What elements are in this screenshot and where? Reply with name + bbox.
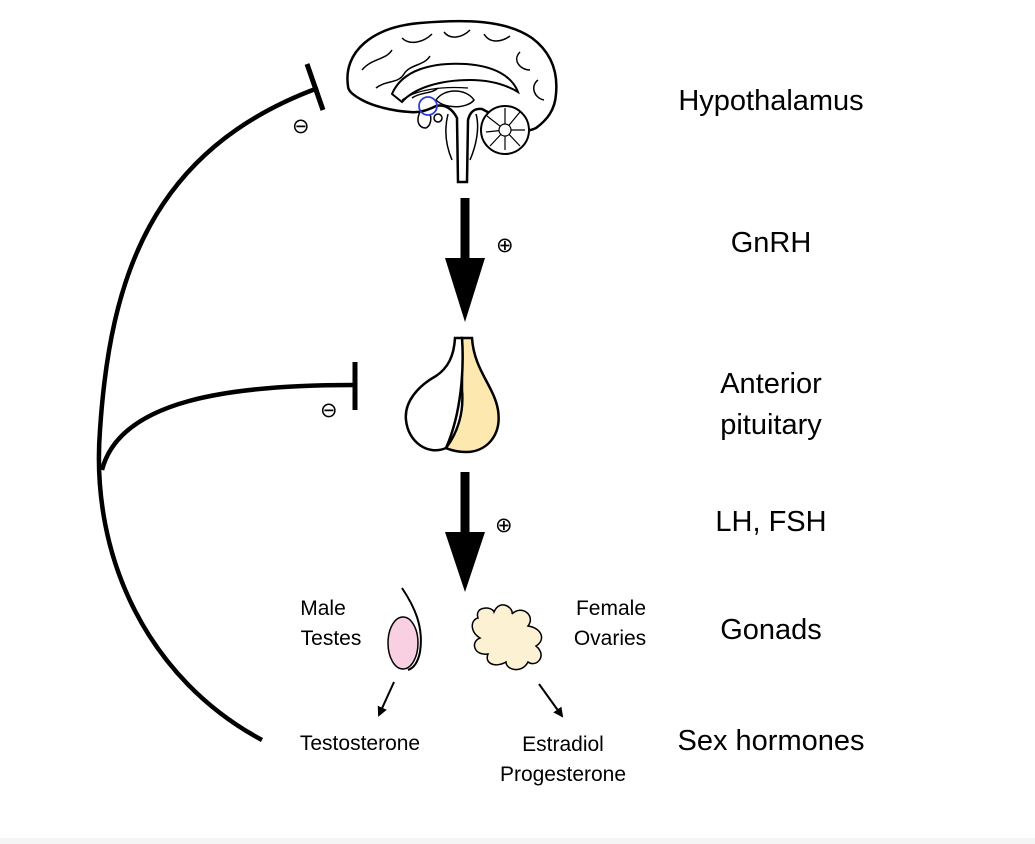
- pituitary-inhibit-sign: ⊖: [320, 399, 338, 422]
- label-male: Male: [300, 597, 346, 620]
- label-progesterone: Progesterone: [500, 763, 626, 786]
- gnrh-arrow: [445, 198, 485, 322]
- label-female: Female: [576, 597, 646, 620]
- feedback-to-hypothalamus: [96, 63, 326, 742]
- ovary-illustration: [471, 604, 543, 671]
- label-testosterone: Testosterone: [300, 732, 420, 755]
- label-pituitary: pituitary: [720, 409, 822, 441]
- label-sex-hormones: Sex hormones: [678, 725, 865, 757]
- pituitary-posterior-lobe: [444, 336, 500, 454]
- hypothalamus-inhibit-sign: ⊖: [292, 115, 310, 138]
- brain-illustration: [346, 19, 558, 184]
- lh-fsh-arrow: [445, 472, 485, 592]
- label-hypothalamus: Hypothalamus: [678, 85, 863, 117]
- label-testes: Testes: [301, 627, 362, 650]
- ovary-to-estradiol-arrow: [538, 683, 564, 718]
- label-gonads: Gonads: [720, 614, 822, 646]
- lh-fsh-stimulate-sign: ⊕: [495, 514, 513, 537]
- label-estradiol: Estradiol: [522, 733, 604, 756]
- label-gnrh: GnRH: [731, 227, 812, 259]
- feedback-to-pituitary: [99, 362, 358, 471]
- testis-to-testosterone-arrow: [377, 681, 395, 717]
- pituitary-illustration: [404, 336, 500, 454]
- gnrh-stimulate-sign: ⊕: [496, 234, 514, 257]
- label-lh-fsh: LH, FSH: [715, 506, 826, 538]
- label-anterior: Anterior: [720, 368, 822, 400]
- bottom-edge: [0, 838, 1035, 844]
- testis-illustration: [387, 587, 422, 671]
- hypothalamus-marker: [418, 96, 438, 116]
- pituitary-anterior-lobe: [404, 336, 464, 452]
- label-ovaries: Ovaries: [574, 627, 646, 650]
